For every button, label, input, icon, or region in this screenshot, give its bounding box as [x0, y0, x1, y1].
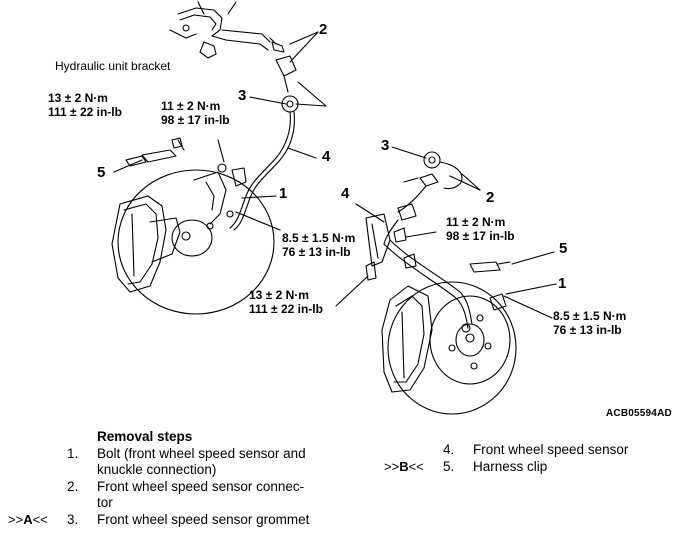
- torque-right-mid-inlb: 98 ± 17 in-lb: [446, 229, 515, 243]
- leader-4-right: [355, 203, 385, 223]
- right-bracket-and-harness: [365, 203, 473, 329]
- leader-top-span-b: [295, 103, 327, 107]
- torque-right-lower-nm: 13 ± 2 N·m: [249, 288, 309, 302]
- leader-mid-bolt: [217, 139, 225, 163]
- service-ref-a: >>A<<: [8, 511, 48, 528]
- callout-1-left: 1: [279, 185, 288, 202]
- callout-3-top: 3: [238, 87, 247, 104]
- callout-5-right: 5: [559, 240, 568, 257]
- ref-letter: A: [23, 512, 33, 527]
- step-text: Front wheel speed sensor connec-: [97, 479, 305, 494]
- leader-2-top-b: [289, 31, 319, 63]
- callout-1-right: 1: [558, 275, 567, 292]
- step-number: 3.: [67, 512, 79, 527]
- leader-4-top: [287, 147, 317, 159]
- ref-prefix: >>: [8, 512, 24, 527]
- callout-3-right: 3: [381, 137, 390, 154]
- torque-left-sensor-nm: 8.5 ± 1.5 N·m: [282, 231, 356, 245]
- leader-2-right-a: [449, 175, 481, 191]
- sensor-connector-right: [397, 151, 463, 213]
- ref-suffix: <<: [32, 512, 48, 527]
- callout-4-right: 4: [341, 185, 350, 202]
- ref-letter: B: [399, 459, 409, 474]
- torque-right-sensor-inlb: 76 ± 13 in-lb: [553, 323, 622, 337]
- torque-right-sensor-nm: 8.5 ± 1.5 N·m: [553, 309, 627, 323]
- brake-sensor-diagram: [111, 1, 557, 415]
- leader-2-top-a: [289, 31, 319, 45]
- leader-5-right: [511, 251, 555, 265]
- leader-torque-left-sensor: [235, 211, 281, 231]
- leader-torque-right-mid: [405, 231, 437, 238]
- brake-assembly-left: [111, 163, 275, 315]
- torque-mid-top-nm: 11 ± 2 N·m: [161, 99, 221, 113]
- callout-5-left: 5: [97, 164, 106, 181]
- figure-code: ACB05594AD: [606, 408, 672, 419]
- service-ref-b: >>B<<: [384, 458, 424, 475]
- torque-right-lower-inlb: 111 ± 22 in-lb: [249, 302, 323, 316]
- leader-1-right: [505, 283, 557, 295]
- leader-torque-right-lower: [335, 275, 369, 307]
- leader-torque-right-sensor: [503, 295, 553, 319]
- ref-suffix: <<: [408, 459, 424, 474]
- leader-1-left: [241, 195, 277, 199]
- step-number: 4.: [443, 442, 455, 457]
- torque-left-sensor-inlb: 76 ± 13 in-lb: [282, 245, 351, 259]
- removal-steps-heading: Removal steps: [97, 429, 193, 444]
- leader-2-right-b: [461, 173, 481, 191]
- hydraulic-unit-bracket: [169, 1, 271, 59]
- sensor-connector-left: [229, 55, 299, 231]
- bolt-top: [269, 37, 285, 53]
- ref-prefix: >>: [384, 459, 400, 474]
- torque-mid-top-inlb: 98 ± 17 in-lb: [161, 113, 230, 127]
- torque-left-top-inlb: 111 ± 22 in-lb: [48, 105, 122, 119]
- leader-top-span: [297, 81, 327, 107]
- torque-left-top-nm: 13 ± 2 N·m: [48, 91, 108, 105]
- callout-4-top: 4: [322, 148, 331, 165]
- hydraulic-unit-bracket-label: Hydraulic unit bracket: [55, 59, 171, 73]
- leader-3-right: [391, 146, 427, 159]
- torque-right-mid-nm: 11 ± 2 N·m: [446, 215, 506, 229]
- leader-left-bolt: [177, 139, 185, 151]
- step-text: Front wheel speed sensor: [473, 442, 629, 457]
- callout-2-top: 2: [319, 21, 328, 38]
- harness-clip-right: [469, 261, 511, 273]
- step-text: Harness clip: [473, 459, 548, 474]
- step-text-cont: knuckle connection): [97, 462, 217, 477]
- step-number: 5.: [443, 459, 455, 474]
- step-text: Bolt (front wheel speed sensor and: [97, 446, 306, 461]
- leader-3-top: [249, 96, 287, 105]
- callout-2-right: 2: [486, 189, 495, 206]
- step-number: 2.: [67, 479, 79, 494]
- step-number: 1.: [67, 446, 79, 461]
- step-text: Front wheel speed sensor grommet: [97, 512, 310, 527]
- leader-5-left: [113, 159, 143, 173]
- step-text-cont: tor: [97, 495, 113, 510]
- brake-assembly-right: [381, 281, 517, 415]
